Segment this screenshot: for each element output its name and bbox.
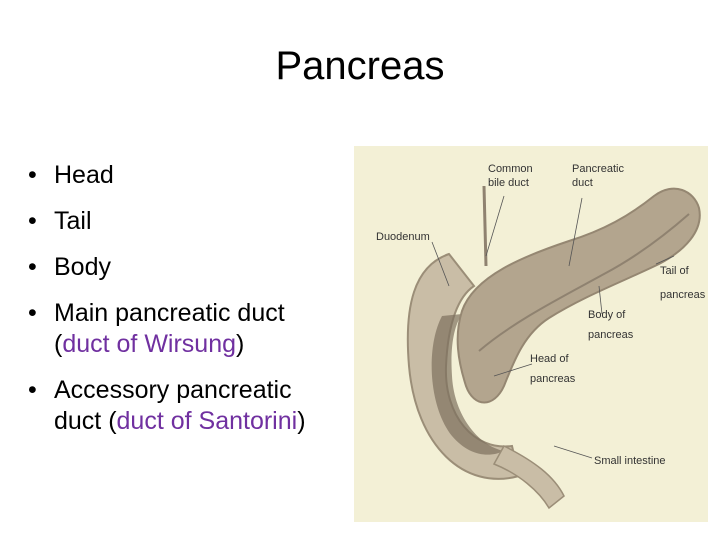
bullet-main-duct: Main pancreatic duct (duct of Wirsung) (28, 298, 358, 360)
pancreas-illustration: Common bile duct Pancreatic duct Duodenu… (354, 146, 708, 522)
label-duodenum: Duodenum (376, 231, 430, 243)
bullet-body: Body (28, 252, 358, 283)
leader-lines (431, 195, 675, 459)
bullet-list: Head Tail Body Main pancreatic duct (duc… (28, 160, 358, 452)
label-head-pancreas: pancreas (530, 373, 576, 385)
label-common: Common (488, 163, 533, 175)
label-bile-duct: bile duct (488, 177, 529, 189)
wirsung-highlight: duct of Wirsung (62, 330, 237, 358)
label-pancreatic: Pancreatic (572, 163, 624, 175)
label-duct: duct (572, 177, 593, 189)
label-small-intestine: Small intestine (594, 455, 666, 467)
bullet-accessory-duct: Accessory pancreatic duct (duct of Santo… (28, 375, 358, 437)
pancreas-shape (456, 187, 701, 404)
pancreatic-duct (478, 213, 690, 352)
label-head-of: Head of (530, 353, 569, 365)
intestine-shape (492, 445, 565, 510)
slide-title: Pancreas (275, 44, 445, 88)
label-tail-of: Tail of (660, 265, 690, 277)
bullet-head: Head (28, 160, 358, 191)
label-tail-pancreas: pancreas (660, 289, 706, 301)
duodenum-inner (431, 314, 504, 455)
label-body-of: Body of (588, 309, 626, 321)
bullet-tail: Tail (28, 206, 358, 237)
bile-duct (482, 185, 488, 267)
santorini-highlight: duct of Santorini (116, 407, 298, 435)
label-body-pancreas: pancreas (588, 329, 634, 341)
pancreas-diagram: Common bile duct Pancreatic duct Duodenu… (376, 163, 706, 510)
